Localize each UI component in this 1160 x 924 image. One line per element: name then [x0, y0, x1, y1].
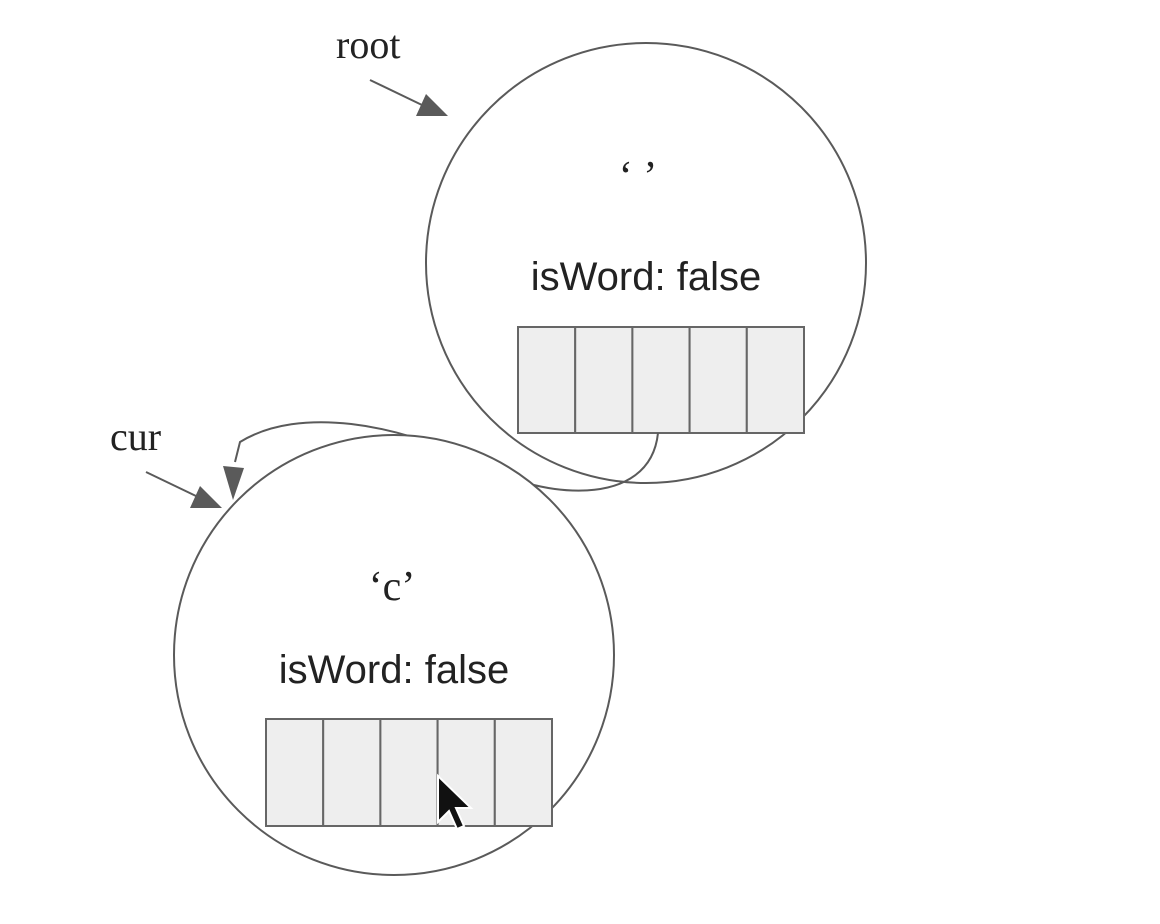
- c-node-char: ‘c’: [369, 564, 416, 610]
- root-child-slot-1: [574, 326, 634, 434]
- root-child-slot-4: [745, 326, 805, 434]
- root-node-char: ‘ ’: [619, 154, 657, 200]
- root-child-slot-0: [517, 326, 577, 434]
- root-node-children-array: [517, 326, 805, 434]
- c-child-slot-2: [379, 718, 439, 827]
- cur-pointer-arrow: [145, 471, 222, 508]
- root-child-slot-3: [688, 326, 748, 434]
- root-node: ‘ ’ isWord: false: [425, 42, 867, 484]
- c-node-isword: isWord: false: [279, 648, 509, 692]
- mouse-pointer-icon: [437, 773, 474, 831]
- root-pointer-arrow: [369, 79, 448, 116]
- c-child-slot-1: [322, 718, 382, 827]
- c-child-slot-4: [493, 718, 553, 827]
- root-node-isword: isWord: false: [531, 255, 761, 299]
- root-child-slot-2: [631, 326, 691, 434]
- c-node-children-array: [265, 718, 553, 827]
- cur-pointer-label: cur: [110, 414, 161, 459]
- root-pointer-label: root: [336, 22, 400, 67]
- c-node: ‘c’ isWord: false: [173, 434, 615, 876]
- c-child-slot-0: [265, 718, 325, 827]
